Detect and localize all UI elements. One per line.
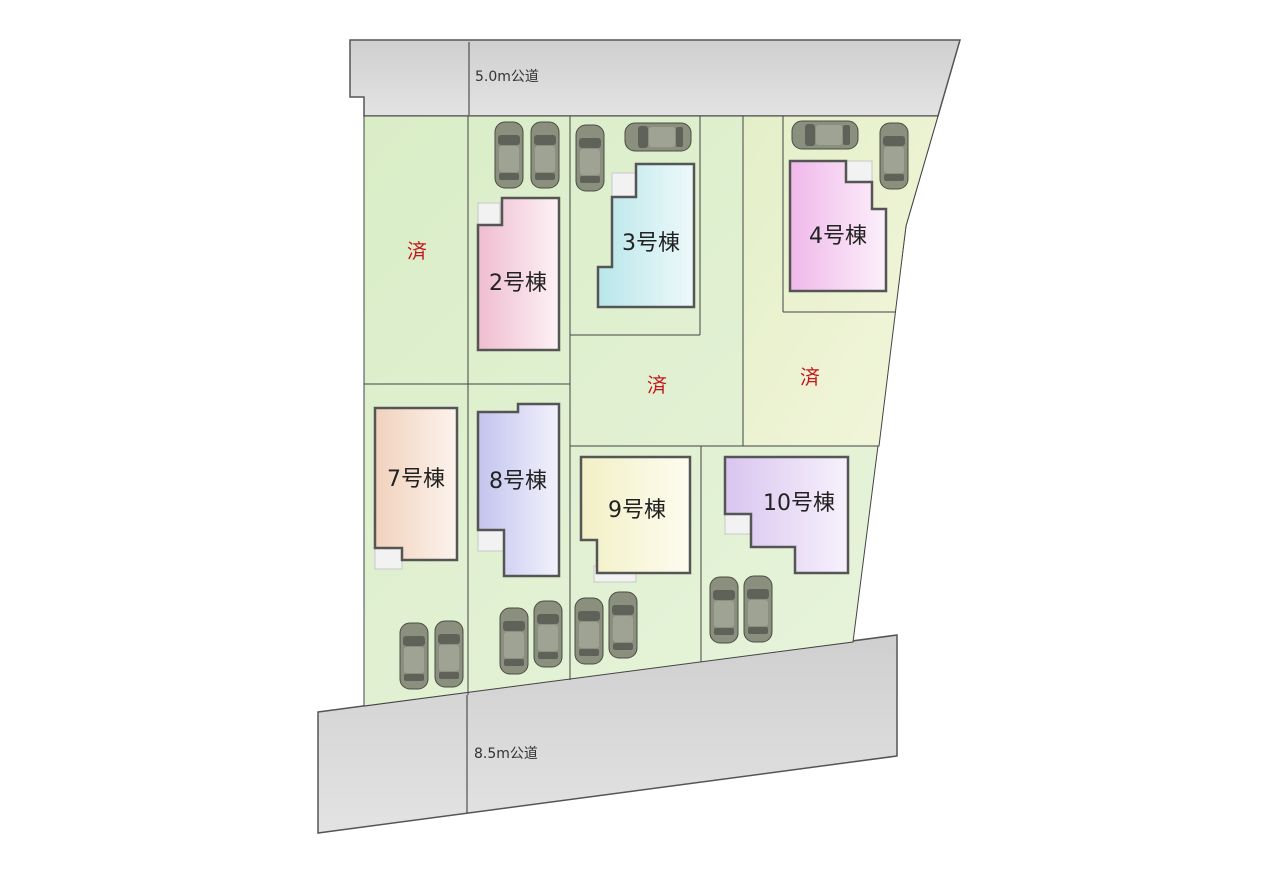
sold-label-center: 済: [647, 373, 667, 397]
car-icon: [608, 591, 638, 659]
building-7[interactable]: 7号棟: [373, 406, 459, 570]
building-3-label: 3号棟: [622, 231, 680, 256]
building-9-label: 9号棟: [608, 498, 666, 523]
building-7-label: 7号棟: [387, 467, 445, 492]
building-9[interactable]: 9号棟: [579, 455, 692, 583]
building-8[interactable]: 8号棟: [476, 402, 561, 578]
car-icon: [575, 124, 605, 192]
car-icon: [399, 622, 429, 690]
building-2[interactable]: 2号棟: [476, 196, 561, 352]
building-10-label: 10号棟: [763, 491, 835, 516]
car-icon: [494, 121, 524, 189]
building-10[interactable]: 10号棟: [723, 455, 850, 575]
car-icon: [709, 576, 739, 644]
car-icon: [499, 607, 529, 675]
car-icon: [434, 620, 464, 688]
building-8-label: 8号棟: [489, 469, 547, 494]
car-icon: [574, 597, 604, 665]
car-icon: [624, 122, 692, 152]
north-road-label: 5.0m公道: [475, 69, 539, 85]
car-icon: [879, 122, 909, 190]
car-icon: [530, 121, 560, 189]
sold-label-east: 済: [800, 365, 820, 389]
building-4-label: 4号棟: [809, 224, 867, 249]
sold-label-west: 済: [407, 239, 427, 263]
north-road: [349, 39, 961, 117]
south-road-label: 8.5m公道: [474, 746, 538, 762]
building-2-label: 2号棟: [489, 271, 547, 296]
lot-divisions: [364, 116, 896, 695]
car-icon: [533, 600, 563, 668]
car-icon: [791, 120, 859, 150]
building-3[interactable]: 3号棟: [596, 162, 696, 309]
building-4[interactable]: 4号棟: [788, 159, 888, 293]
car-icon: [743, 575, 773, 643]
